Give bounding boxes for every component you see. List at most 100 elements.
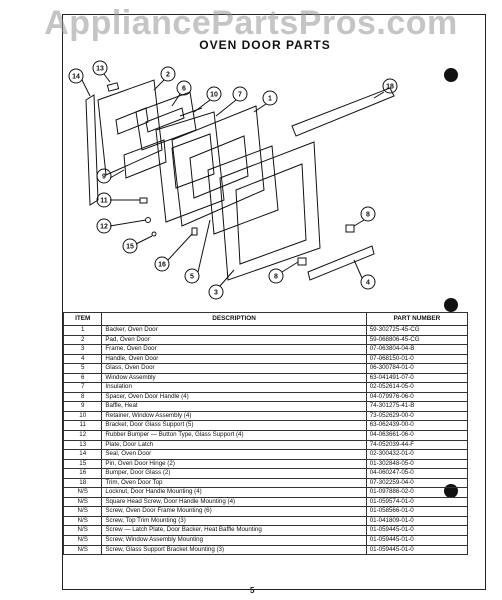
item-cell: 15 xyxy=(62,458,103,470)
item-cell: 6 xyxy=(62,372,103,384)
item-cell: 4 xyxy=(62,353,103,365)
page-title: OVEN DOOR PARTS xyxy=(199,38,331,52)
description-cell: Bracket, Door Glass Support (5) xyxy=(101,420,367,431)
bracket-part xyxy=(139,197,148,204)
hinge-pin-part xyxy=(151,231,157,237)
item-cell: 14 xyxy=(62,449,103,460)
callout-label: 12 xyxy=(100,224,108,231)
part-number-cell: 07-063804-04-B xyxy=(365,344,469,355)
description-cell: Bumper, Door Glass (2) xyxy=(101,468,367,479)
description-cell: Locknut, Door Handle Mounting (4) xyxy=(101,487,367,498)
description-cell: Rubber Bumper — Button Type, Glass Suppo… xyxy=(101,430,367,441)
spacer-part xyxy=(297,257,307,266)
description-cell: Retainer, Window Assembly (4) xyxy=(101,410,367,422)
table-header-row: ITEM DESCRIPTION PART NUMBER xyxy=(62,312,469,326)
callout-label: 4 xyxy=(366,280,370,287)
part-number-cell: 01-302848-05-0 xyxy=(365,458,469,470)
description-cell: Screw, Window Assembly Mounting xyxy=(101,535,367,546)
description-cell: Insulation xyxy=(101,382,367,393)
leader-lines xyxy=(81,73,385,287)
exploded-parts-diagram: 14 13 2 6 10 7 1 18 9 11 12 15 16 5 3 8 … xyxy=(68,60,398,300)
description-cell: Trim, Oven Door Top xyxy=(101,477,367,489)
part-number-cell: 01-041809-01-0 xyxy=(365,515,469,527)
callout-label: 18 xyxy=(386,84,394,91)
callout-label: 13 xyxy=(96,66,104,73)
part-number-cell: 73-052629-00-0 xyxy=(365,410,469,422)
item-cell: 5 xyxy=(62,363,103,374)
description-cell: Screw — Latch Plate, Door Backer, Heat B… xyxy=(101,525,367,537)
item-cell: 13 xyxy=(62,439,103,451)
callout-label: 3 xyxy=(214,290,218,297)
item-cell: N/S xyxy=(62,506,103,517)
callout-label: 2 xyxy=(166,72,170,79)
callout-label: 6 xyxy=(182,86,186,93)
callout-label: 8 xyxy=(366,212,370,219)
callout-label: 5 xyxy=(190,274,194,281)
description-cell: Square Head Screw, Door Handle Mounting … xyxy=(101,496,367,508)
page-number: 5 xyxy=(250,586,255,595)
item-cell: 3 xyxy=(62,344,103,355)
column-header-item: ITEM xyxy=(62,312,103,326)
top-trim-part xyxy=(291,87,395,137)
callout-label: 15 xyxy=(126,244,134,251)
part-number-cell: 74-301275-41-B xyxy=(365,401,469,412)
part-number-cell: 01-097886-02-0 xyxy=(365,487,469,498)
watermark: AppliancePartsPros.com xyxy=(44,4,458,42)
item-cell: 11 xyxy=(62,420,103,431)
callout-label: 9 xyxy=(102,174,106,181)
spacer-part xyxy=(345,224,355,233)
description-cell: Glass, Oven Door xyxy=(101,363,367,374)
callout-label: 14 xyxy=(72,74,80,81)
heat-baffle-part xyxy=(123,139,167,179)
item-cell: 1 xyxy=(62,325,103,336)
part-number-cell: 06-300784-01-0 xyxy=(365,363,469,374)
column-header-description: DESCRIPTION xyxy=(101,312,367,326)
item-cell: 16 xyxy=(62,468,103,479)
description-cell: Spacer, Oven Door Handle (4) xyxy=(101,391,367,403)
part-number-cell: 01-058566-01-0 xyxy=(365,506,469,517)
description-cell: Window Assembly xyxy=(101,372,367,384)
part-number-cell: 01-059445-01-0 xyxy=(365,544,469,556)
part-number-cell: 74-052039-44-F xyxy=(365,439,469,451)
item-cell: 10 xyxy=(62,410,103,422)
item-cell: 7 xyxy=(62,382,103,393)
callout-label: 8 xyxy=(274,274,278,281)
part-number-cell: 59-068806-45-CG xyxy=(365,334,469,346)
seal-part xyxy=(85,94,99,206)
part-number-cell: 59-302725-45-CG xyxy=(365,325,469,336)
binder-hole-middle xyxy=(444,298,458,312)
callout-label: 11 xyxy=(100,198,108,205)
insulation-part xyxy=(155,111,225,223)
item-cell: 18 xyxy=(62,477,103,489)
backer-part xyxy=(171,105,265,227)
frame-part xyxy=(219,141,321,281)
part-number-cell: 01-059574-01-0 xyxy=(365,496,469,508)
pad-part xyxy=(97,79,163,176)
item-cell: N/S xyxy=(62,544,103,556)
description-cell: Screw, Glass Support Bracket Mounting (3… xyxy=(101,544,367,556)
part-number-cell: 01-059445-01-0 xyxy=(365,525,469,537)
description-cell: Screw, Oven Door Frame Mounting (6) xyxy=(101,506,367,517)
glass-part xyxy=(207,145,279,235)
description-cell: Seal, Oven Door xyxy=(101,449,367,460)
